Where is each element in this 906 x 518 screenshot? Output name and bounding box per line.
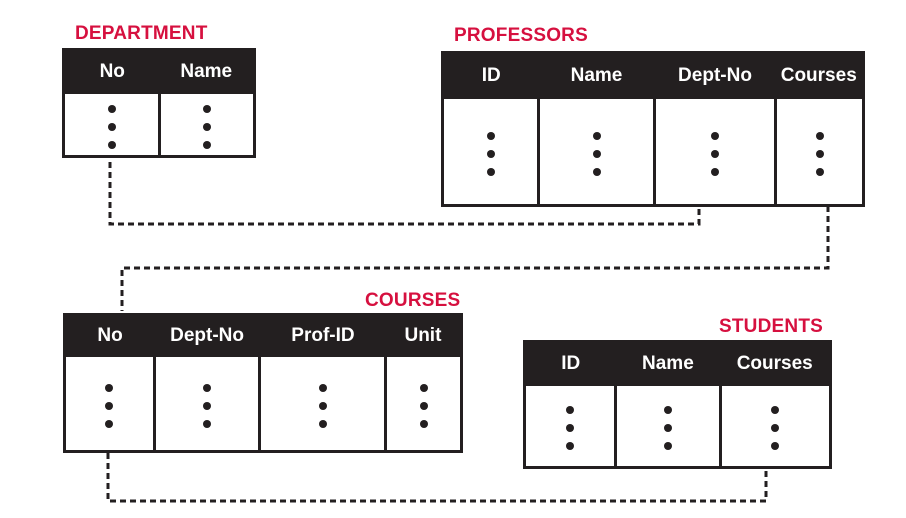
courses-col-no: No: [64, 314, 155, 357]
department-table: No Name: [62, 48, 256, 158]
courses-col-unit: Unit: [385, 314, 462, 357]
department-title: DEPARTMENT: [75, 23, 208, 44]
ellipsis-icon: [258, 356, 386, 452]
students-table: ID Name Courses: [523, 340, 832, 469]
students-col-courses: Courses: [720, 341, 831, 386]
link-courses-to-students: [106, 453, 768, 503]
professors-col-name: Name: [538, 52, 655, 99]
students-col-id: ID: [524, 341, 616, 386]
professors-title: PROFESSORS: [454, 25, 588, 46]
courses-title: COURSES: [365, 290, 461, 311]
ellipsis-icon: [718, 385, 831, 468]
courses-col-prof-id: Prof-ID: [259, 314, 386, 357]
department-col-name: Name: [159, 49, 255, 94]
link-department-to-professors: [108, 162, 701, 226]
students-title: STUDENTS: [719, 316, 823, 337]
students-col-name: Name: [615, 341, 721, 386]
ellipsis-icon: [525, 386, 616, 468]
ellipsis-icon: [384, 356, 462, 452]
professors-col-dept-no: Dept-No: [654, 52, 776, 99]
ellipsis-icon: [613, 385, 721, 468]
ellipsis-icon: [537, 98, 655, 206]
ellipsis-icon: [158, 93, 255, 157]
professors-table: ID Name Dept-No Courses: [441, 51, 865, 207]
ellipsis-icon: [653, 98, 776, 206]
link-professors-to-courses: [120, 206, 830, 311]
ellipsis-icon: [65, 357, 155, 452]
ellipsis-icon: [64, 94, 160, 157]
ellipsis-icon: [152, 356, 260, 452]
courses-col-dept-no: Dept-No: [154, 314, 260, 357]
ellipsis-icon: [774, 98, 864, 206]
department-col-no: No: [63, 49, 160, 94]
courses-table: No Dept-No Prof-ID Unit: [63, 313, 463, 453]
professors-col-courses: Courses: [775, 52, 864, 99]
professors-col-id: ID: [442, 52, 539, 99]
ellipsis-icon: [443, 99, 539, 206]
